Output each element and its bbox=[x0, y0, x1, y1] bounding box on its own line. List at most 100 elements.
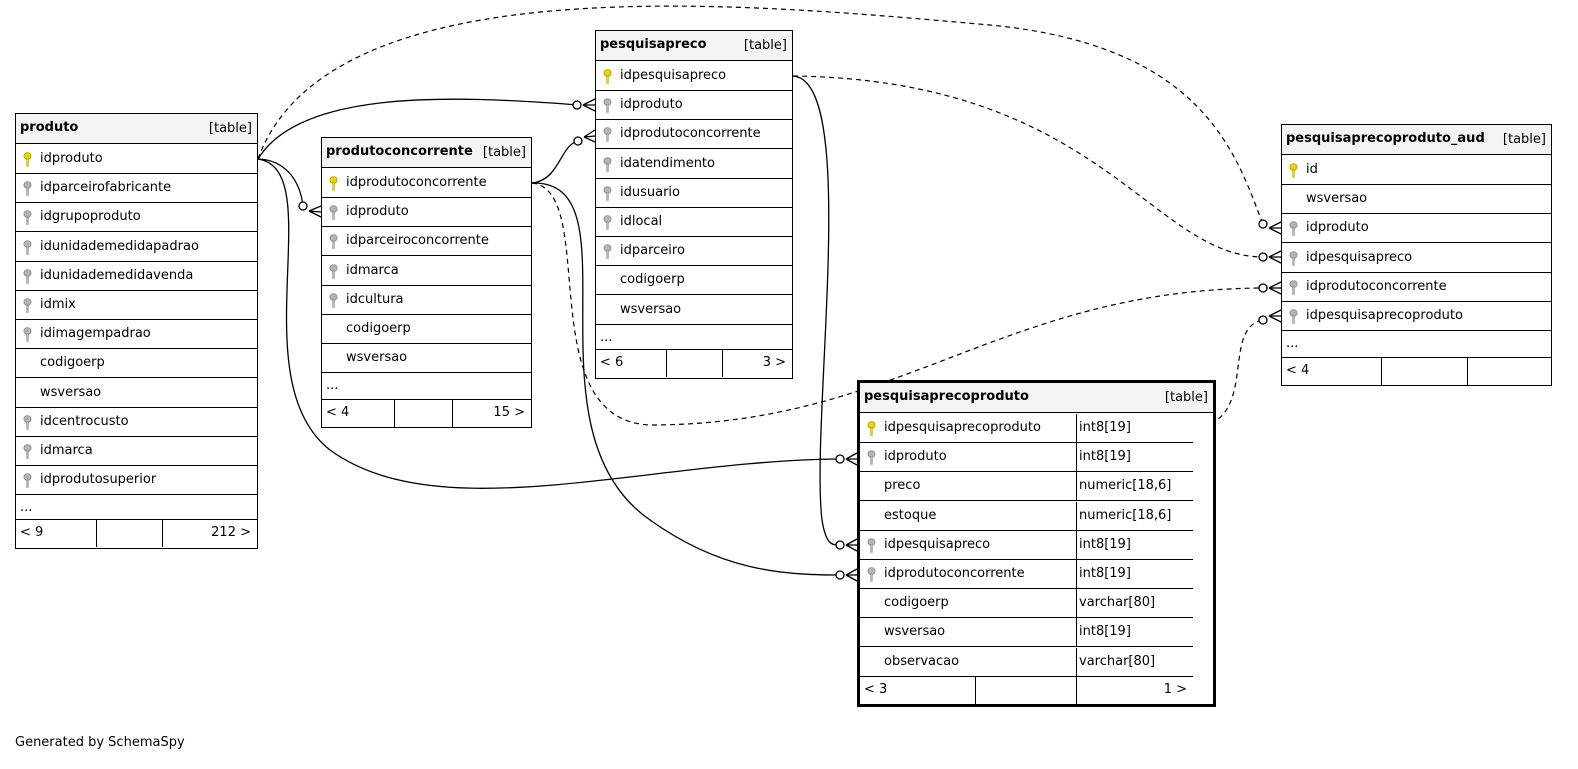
column-type: int8[19] bbox=[1079, 537, 1131, 552]
foreign-key-icon bbox=[603, 127, 612, 142]
column-row[interactable]: idmarca bbox=[16, 437, 257, 466]
column-name: idpesquisaprecoproduto bbox=[1306, 308, 1463, 323]
foreign-key-icon bbox=[603, 186, 612, 201]
column-name: preco bbox=[884, 478, 921, 493]
end-aud-idprodutoconcorrente bbox=[1258, 281, 1282, 295]
column-row[interactable]: idunidademedidapadrao bbox=[16, 233, 257, 262]
foreign-key-icon bbox=[23, 444, 32, 459]
table-footer: < 4 bbox=[1282, 358, 1551, 385]
footer-divider bbox=[1381, 358, 1382, 385]
foreign-key-icon bbox=[1289, 309, 1298, 324]
primary-key-icon bbox=[603, 69, 612, 84]
column-row[interactable]: idlocal bbox=[596, 208, 792, 237]
column-row[interactable]: idparceiro bbox=[596, 237, 792, 266]
foreign-key-icon bbox=[1289, 251, 1298, 266]
column-type: int8[19] bbox=[1079, 566, 1131, 581]
table-header: pesquisaprecoproduto[table] bbox=[860, 383, 1213, 413]
column-row[interactable]: idgrupoproduto bbox=[16, 203, 257, 232]
column-row[interactable]: idmarca bbox=[322, 257, 531, 286]
table-header: produto[table] bbox=[16, 114, 257, 144]
column-row[interactable]: codigoerp bbox=[596, 266, 792, 295]
column-row[interactable]: idusuario bbox=[596, 179, 792, 208]
column-row[interactable]: wsversao bbox=[322, 344, 531, 373]
column-name: wsversao bbox=[346, 350, 408, 365]
parents-count[interactable]: < 4 bbox=[1286, 363, 1310, 378]
column-row[interactable]: idprodutoconcorrente bbox=[596, 120, 792, 149]
column-row[interactable]: idproduto bbox=[1282, 214, 1551, 243]
column-row[interactable]: idparceirofabricante bbox=[16, 174, 257, 203]
column-row[interactable]: idimagempadrao bbox=[16, 320, 257, 349]
column-row[interactable]: wsversao bbox=[16, 379, 257, 408]
column-name: idcultura bbox=[346, 292, 404, 307]
column-type: int8[19] bbox=[1079, 624, 1131, 639]
column-row[interactable]: idproduto bbox=[596, 91, 792, 120]
primary-key-icon bbox=[329, 176, 338, 191]
column-row[interactable]: idproduto bbox=[16, 145, 257, 174]
column-row[interactable]: idcultura bbox=[322, 286, 531, 315]
column-name: idprodutosuperior bbox=[40, 472, 157, 487]
column-name: idgrupoproduto bbox=[40, 209, 141, 224]
foreign-key-icon bbox=[23, 240, 32, 255]
column-divider bbox=[1076, 618, 1077, 646]
column-row[interactable]: codigoerp bbox=[16, 349, 257, 378]
column-row[interactable]: idatendimento bbox=[596, 150, 792, 179]
column-row[interactable]: idunidademedidavenda bbox=[16, 262, 257, 291]
column-row[interactable]: wsversao bbox=[1282, 185, 1551, 214]
parents-count[interactable]: < 9 bbox=[20, 525, 44, 540]
column-name: idprodutoconcorrente bbox=[620, 126, 761, 141]
column-row[interactable]: codigoerp bbox=[322, 315, 531, 344]
column-divider bbox=[1076, 560, 1077, 588]
column-name: wsversao bbox=[884, 624, 946, 639]
table-footer: < 3 1 > bbox=[860, 677, 1193, 704]
column-row[interactable]: idpesquisapreco bbox=[1282, 244, 1551, 273]
column-row[interactable]: idprodutoconcorrente bbox=[1282, 273, 1551, 302]
parents-count[interactable]: < 3 bbox=[864, 682, 888, 697]
table-name: pesquisaprecoproduto_aud bbox=[1286, 131, 1485, 146]
table-pesquisaprecoproduto[interactable]: pesquisaprecoproduto[table]idpesquisapre… bbox=[857, 380, 1216, 707]
rel-pesquisapreco-aud bbox=[792, 75, 1263, 258]
column-row[interactable]: idpesquisaprecoproduto bbox=[1282, 302, 1551, 331]
children-count[interactable]: 3 > bbox=[762, 355, 786, 370]
column-divider bbox=[1076, 443, 1077, 471]
column-row[interactable]: idcentrocusto bbox=[16, 408, 257, 437]
rel-pesquisapreco-pesquisaprecoproduto bbox=[792, 75, 841, 546]
column-row[interactable]: idprodutoconcorrente bbox=[322, 169, 531, 198]
column-row[interactable]: idparceiroconcorrente bbox=[322, 227, 531, 256]
column-row[interactable]: idmix bbox=[16, 291, 257, 320]
footer-divider bbox=[1076, 677, 1077, 704]
column-row[interactable]: idpesquisapreco bbox=[596, 62, 792, 91]
column-name: idlocal bbox=[620, 214, 663, 229]
table-name: pesquisaprecoproduto bbox=[864, 389, 1029, 404]
column-row[interactable]: id bbox=[1282, 156, 1551, 185]
children-count[interactable]: 15 > bbox=[493, 405, 525, 420]
footer-divider bbox=[666, 350, 667, 377]
children-count[interactable]: 1 > bbox=[1163, 682, 1187, 697]
foreign-key-icon bbox=[867, 538, 876, 553]
parents-count[interactable]: < 4 bbox=[326, 405, 350, 420]
table-footer: < 6 3 > bbox=[596, 350, 792, 377]
column-row[interactable]: idprodutosuperior bbox=[16, 466, 257, 495]
table-produtoconcorrente[interactable]: produtoconcorrente[table]idprodutoconcor… bbox=[321, 137, 532, 428]
column-row[interactable]: wsversao int8[19] bbox=[860, 618, 1193, 647]
children-count[interactable]: 212 > bbox=[211, 525, 251, 540]
footer-divider bbox=[1467, 358, 1468, 385]
column-row[interactable]: idproduto bbox=[322, 198, 531, 227]
table-type: [table] bbox=[482, 145, 526, 160]
table-header: produtoconcorrente[table] bbox=[322, 138, 531, 168]
foreign-key-icon bbox=[23, 298, 32, 313]
column-row[interactable]: wsversao bbox=[596, 296, 792, 325]
parents-count[interactable]: < 6 bbox=[600, 355, 624, 370]
end-aud-idpesquisaprecoproduto bbox=[1258, 309, 1282, 325]
